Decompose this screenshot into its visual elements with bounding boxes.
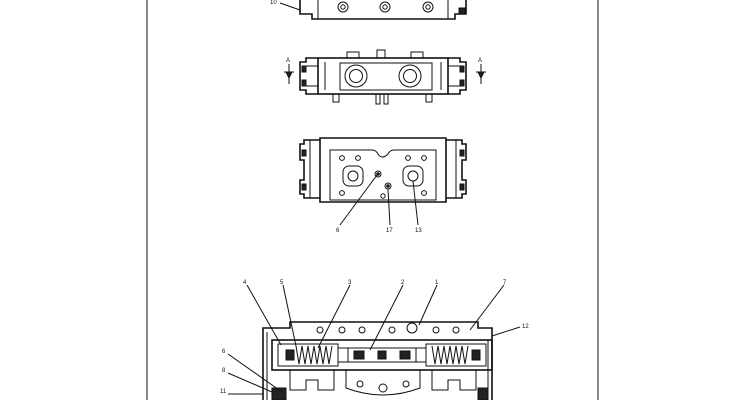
callout-13: 13 <box>415 228 422 234</box>
callout-1: 1 <box>435 280 439 286</box>
callout-3: 3 <box>348 280 352 286</box>
callout-4: 4 <box>243 280 247 286</box>
section-mark-left <box>284 64 294 84</box>
callout-6-top: 6 <box>336 228 340 234</box>
callout-2: 2 <box>401 280 405 286</box>
section-mark-right <box>476 64 486 84</box>
valve-section-view <box>227 284 521 401</box>
callout-8: 8 <box>222 368 226 374</box>
callout-6-bottom: 6 <box>222 349 226 355</box>
callout-10: 10 <box>270 0 277 6</box>
valve-side-view <box>299 49 467 105</box>
callout-5: 5 <box>280 280 284 286</box>
section-label-left: A <box>286 58 290 64</box>
valve-bottom-view <box>299 137 467 226</box>
section-label-right: A <box>478 58 482 64</box>
callout-11: 11 <box>220 389 227 395</box>
callout-17: 17 <box>386 228 393 234</box>
valve-top-view-1 <box>279 0 467 20</box>
callout-7: 7 <box>503 280 507 286</box>
callout-12: 12 <box>522 324 529 330</box>
